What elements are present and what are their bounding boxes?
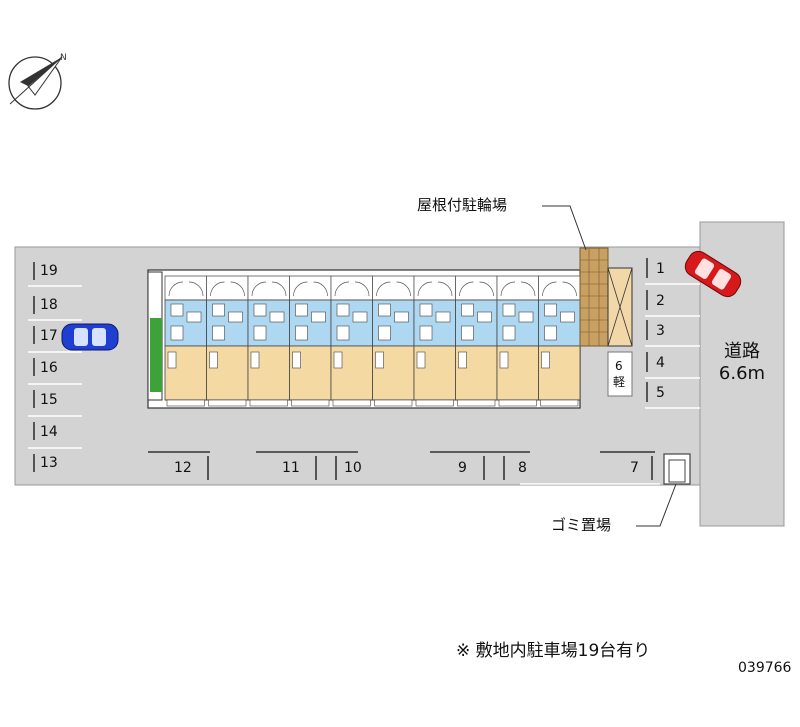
slot-15: 15 — [40, 392, 58, 408]
parking-note: ※ 敷地内駐車場19台有り — [456, 641, 651, 661]
slot-11: 11 — [282, 460, 300, 476]
apartment-unit — [455, 275, 498, 407]
kei-slot — [607, 351, 633, 397]
slot-2: 2 — [656, 293, 665, 309]
road-label: 道路 6.6m — [706, 341, 778, 384]
apartment-unit — [372, 275, 415, 407]
garbage-label: ゴミ置場 — [551, 516, 612, 534]
apartment-unit — [289, 275, 332, 407]
apartment-unit — [247, 275, 290, 407]
slot-19: 19 — [40, 263, 58, 279]
bike-leader — [542, 205, 587, 251]
apartment-unit — [206, 275, 249, 407]
slot-8: 8 — [518, 460, 527, 476]
kei-slot-number: 6 — [615, 359, 623, 373]
slot-14: 14 — [40, 424, 58, 440]
kei-mark: 軽 — [613, 375, 626, 389]
compass-icon: N — [8, 53, 67, 110]
slot-17: 17 — [40, 328, 58, 344]
garbage-box — [663, 453, 691, 485]
road-width: 6.6m — [718, 362, 766, 384]
apartment-unit — [538, 275, 581, 407]
building — [147, 269, 581, 409]
slot-12: 12 — [174, 460, 192, 476]
greenery — [150, 318, 162, 392]
slot-10: 10 — [344, 460, 362, 476]
apartment-unit — [496, 275, 539, 407]
garbage-leader — [636, 483, 677, 527]
slot-5: 5 — [656, 385, 665, 401]
parking-left — [28, 285, 82, 449]
bike-parking-label: 屋根付駐輪場 — [417, 196, 508, 214]
slot-18: 18 — [40, 297, 58, 313]
slot-13: 13 — [40, 455, 58, 471]
apartment-unit — [330, 275, 373, 407]
apartment-unit — [413, 275, 456, 407]
svg-text:N: N — [60, 53, 67, 63]
blue-car-icon — [61, 323, 119, 351]
slot-7: 7 — [630, 460, 639, 476]
slot-9: 9 — [458, 460, 467, 476]
slot-3: 3 — [656, 323, 665, 339]
slot-1: 1 — [656, 261, 665, 277]
slot-4: 4 — [656, 355, 665, 371]
apartment-unit — [164, 275, 207, 407]
road-name: 道路 — [724, 341, 760, 362]
red-car-icon — [684, 250, 742, 298]
parking-right — [645, 283, 700, 409]
property-code: 039766 — [738, 660, 792, 676]
bike-parking — [579, 247, 633, 347]
slot-16: 16 — [40, 360, 58, 376]
